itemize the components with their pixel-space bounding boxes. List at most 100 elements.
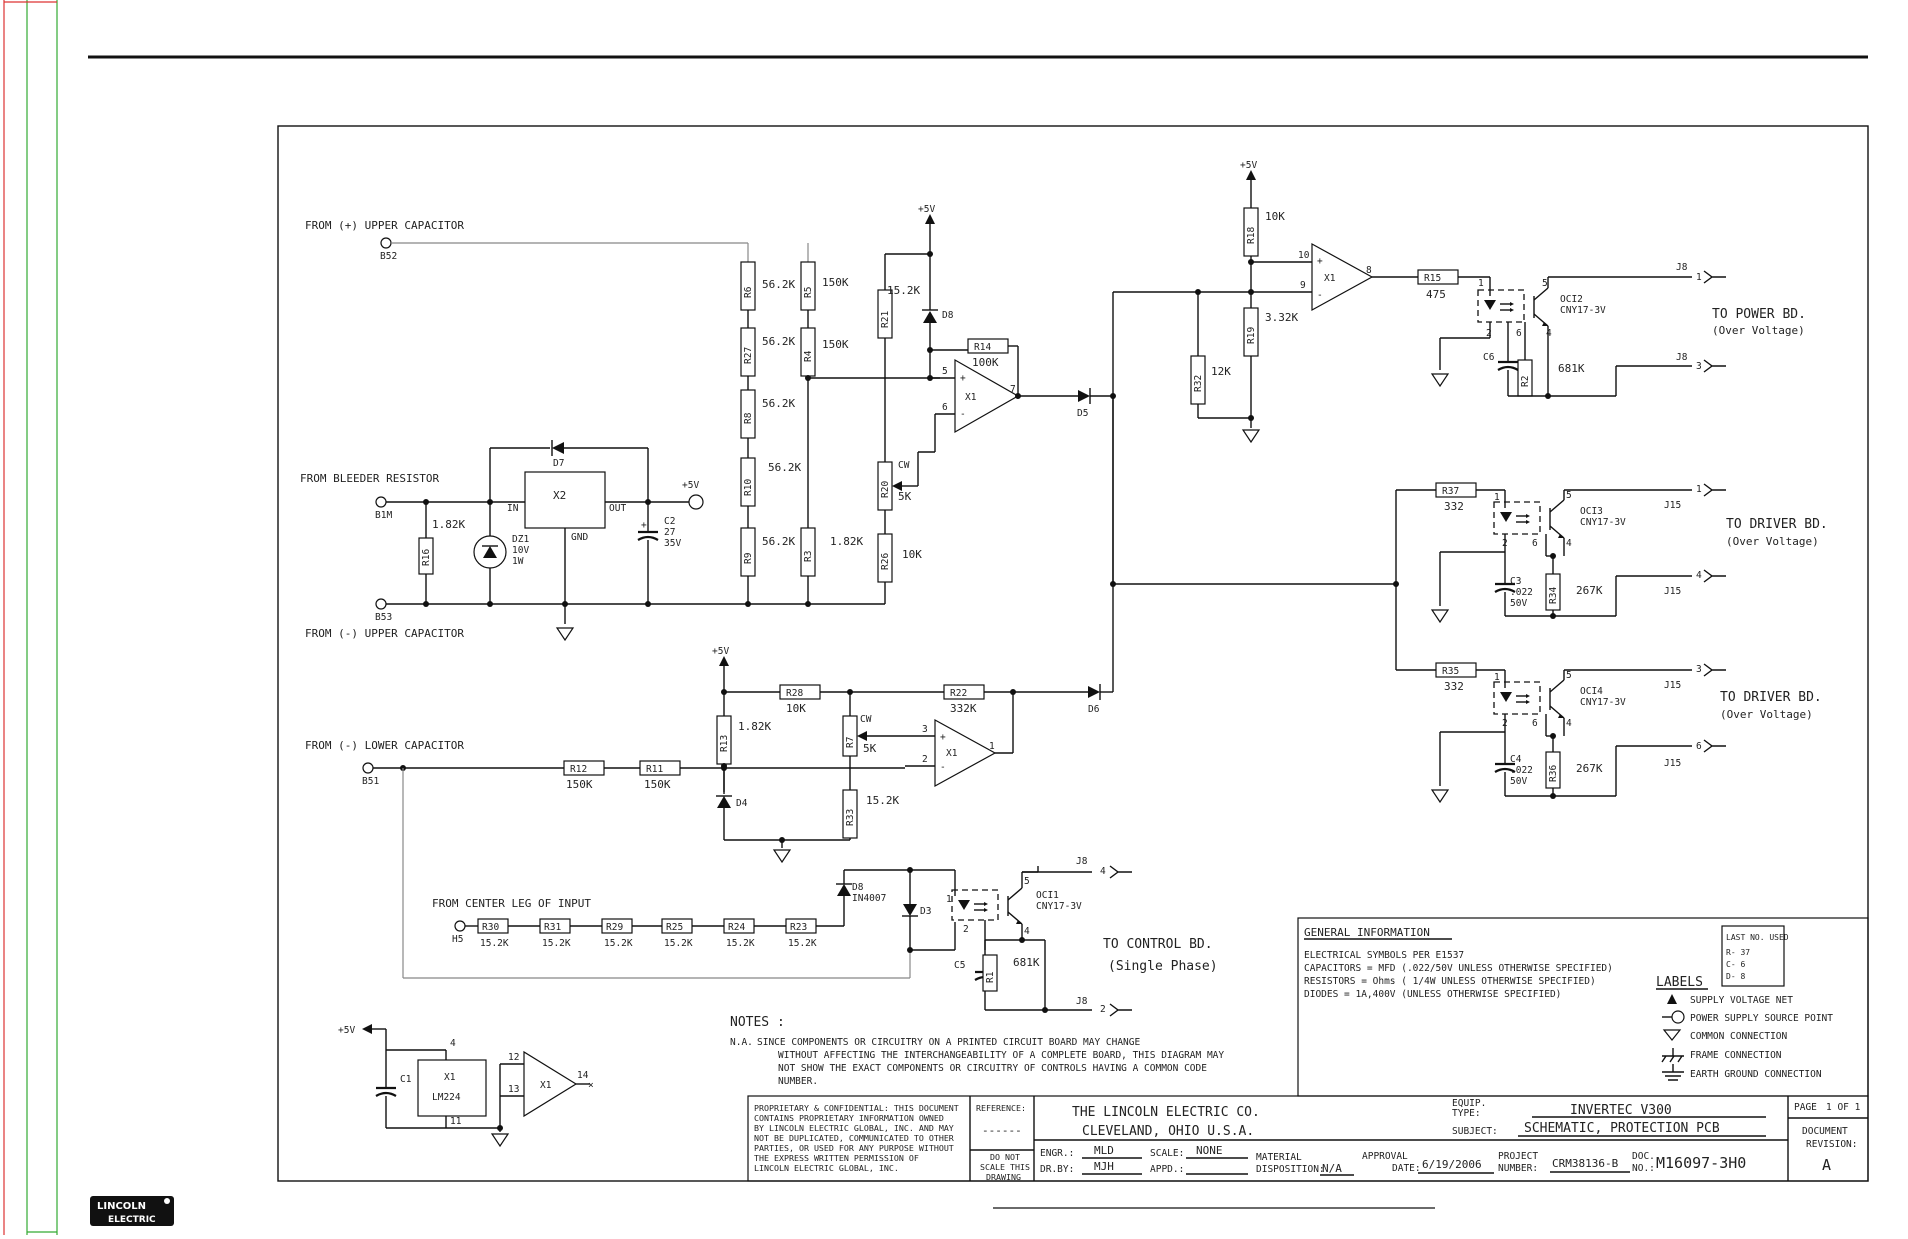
optocoupler-oci1 <box>951 889 999 921</box>
svg-text:5: 5 <box>942 366 948 377</box>
svg-text:R19: R19 <box>1246 327 1257 344</box>
svg-text:C3: C3 <box>1510 576 1521 587</box>
svg-text:C6: C6 <box>1483 352 1495 363</box>
upper-capacitor-section: FROM (+) UPPER CAPACITOR B52 R6 56.2K R2… <box>305 204 1116 607</box>
svg-text:R21: R21 <box>880 311 891 328</box>
connector-j8-3-icon[interactable] <box>1703 359 1726 373</box>
connector-j8-2-icon[interactable] <box>1109 1003 1132 1017</box>
svg-text:.022: .022 <box>1510 587 1533 598</box>
svg-text:PAGE: PAGE <box>1794 1102 1817 1113</box>
svg-text:J8: J8 <box>1676 352 1688 363</box>
connector-j15-6-icon[interactable] <box>1703 739 1726 753</box>
opamp-x1-right <box>1311 242 1374 312</box>
svg-text:2: 2 <box>922 754 928 765</box>
svg-text:D8: D8 <box>852 882 864 893</box>
svg-text:RESISTORS = Ohms ( 1/4W UNLESS: RESISTORS = Ohms ( 1/4W UNLESS OTHERWISE… <box>1304 976 1596 987</box>
from-bleeder-label: FROM BLEEDER RESISTOR <box>300 472 439 485</box>
title-block-frame <box>747 1095 1869 1182</box>
svg-text:7: 7 <box>1010 384 1016 395</box>
svg-text:REFERENCE:: REFERENCE: <box>976 1103 1026 1113</box>
svg-text:DIODES = 1A,400V (UNLESS OTHER: DIODES = 1A,400V (UNLESS OTHERWISE SPECI… <box>1304 989 1561 1000</box>
svg-text:NONE: NONE <box>1196 1144 1223 1157</box>
svg-text:LM224: LM224 <box>432 1092 461 1103</box>
common-ground-icon <box>1241 429 1261 444</box>
svg-text:X2: X2 <box>553 489 566 502</box>
optocoupler-oci4 <box>1493 681 1541 715</box>
opamp-x1-top <box>954 358 1020 434</box>
lower-capacitor-section: +5V R28 10K R22 332K D6 R13 1.82K R7 CW … <box>305 396 1114 864</box>
pin-b52 <box>380 237 392 249</box>
svg-text:15.2K: 15.2K <box>887 284 920 297</box>
svg-text:X1: X1 <box>1324 273 1336 284</box>
svg-text:CW: CW <box>860 714 872 725</box>
common-connection-icon <box>1662 1029 1682 1041</box>
svg-text:CNY17-3V: CNY17-3V <box>1036 901 1082 912</box>
svg-text:CNY17-3V: CNY17-3V <box>1580 517 1626 528</box>
svg-text:1: 1 <box>1696 484 1702 495</box>
svg-text:12K: 12K <box>1211 365 1231 378</box>
svg-text:PROJECT: PROJECT <box>1498 1151 1538 1162</box>
svg-text:1.82K: 1.82K <box>830 535 863 548</box>
svg-text:APPROVAL: APPROVAL <box>1362 1151 1408 1162</box>
connector-j15-3-icon[interactable] <box>1703 663 1726 677</box>
svg-text:LINCOLN ELECTRIC GLOBAL, INC.: LINCOLN ELECTRIC GLOBAL, INC. <box>754 1163 899 1173</box>
resistor-r6 <box>740 261 756 311</box>
zener-icon <box>483 546 497 558</box>
svg-text:150K: 150K <box>566 778 593 791</box>
connector-j15-1-icon[interactable] <box>1703 483 1726 497</box>
svg-text:ENGR.:: ENGR.: <box>1040 1148 1074 1159</box>
svg-text:4: 4 <box>1100 866 1106 877</box>
svg-text:R27: R27 <box>743 347 754 364</box>
connector-j8-4-icon[interactable] <box>1109 865 1132 879</box>
common-ground-icon <box>1430 609 1450 624</box>
common-ground-icon <box>772 849 792 864</box>
svg-text:56.2K: 56.2K <box>762 278 795 291</box>
svg-text:C5: C5 <box>954 960 965 971</box>
from-upper-plus-label: FROM (+) UPPER CAPACITOR <box>305 219 464 232</box>
svg-text:×: × <box>588 1080 594 1091</box>
connector-j15-4-icon[interactable] <box>1703 569 1726 583</box>
svg-text:6: 6 <box>1532 538 1538 549</box>
supply-arrow-icon <box>925 214 935 224</box>
svg-text:X1: X1 <box>965 392 977 403</box>
svg-text:CRM38136-B: CRM38136-B <box>1552 1157 1619 1170</box>
svg-text:+: + <box>940 732 946 743</box>
svg-text:12: 12 <box>508 1052 519 1063</box>
svg-text:R3: R3 <box>803 551 814 562</box>
svg-text:R6: R6 <box>743 286 754 298</box>
svg-text:C2: C2 <box>664 516 675 527</box>
svg-text:EQUIP.: EQUIP. <box>1452 1098 1486 1109</box>
svg-text:56.2K: 56.2K <box>762 535 795 548</box>
svg-text:R34: R34 <box>1548 587 1559 604</box>
svg-text:1: 1 <box>946 894 952 905</box>
svg-text:------: ------ <box>982 1124 1022 1137</box>
power-bd-section: +5V R18 10K 10 R19 3.32K R32 12K 9 + - X… <box>1110 160 1806 587</box>
svg-text:D5: D5 <box>1077 408 1088 419</box>
svg-text:R32: R32 <box>1193 375 1204 392</box>
svg-text:B51: B51 <box>362 776 379 787</box>
svg-text:332: 332 <box>1444 500 1464 513</box>
led-icon <box>1500 692 1512 702</box>
svg-text:J8: J8 <box>1076 996 1088 1007</box>
potentiometer-r7 <box>842 715 858 757</box>
svg-text:+: + <box>1317 256 1323 267</box>
svg-text:1.82K: 1.82K <box>738 720 771 733</box>
svg-text:2: 2 <box>1100 1004 1106 1015</box>
document-number: M16097-3H0 <box>1656 1154 1746 1172</box>
svg-text:X1: X1 <box>540 1080 552 1091</box>
svg-text:ELECTRICAL SYMBOLS PER E1537: ELECTRICAL SYMBOLS PER E1537 <box>1304 950 1464 961</box>
from-lower-minus-label: FROM (-) LOWER CAPACITOR <box>305 739 464 752</box>
svg-text:EARTH GROUND CONNECTION: EARTH GROUND CONNECTION <box>1690 1069 1822 1080</box>
svg-text:.022: .022 <box>1510 765 1533 776</box>
svg-text:+5V: +5V <box>1240 160 1257 171</box>
svg-text:CAPACITORS = MFD (.022/50V UNL: CAPACITORS = MFD (.022/50V UNLESS OTHERW… <box>1304 963 1613 974</box>
common-ground-icon <box>555 627 575 642</box>
svg-text:CW: CW <box>898 460 910 471</box>
svg-text:150K: 150K <box>822 338 849 351</box>
svg-text:1W: 1W <box>512 556 524 567</box>
connector-j8-1-icon[interactable] <box>1703 270 1726 284</box>
svg-text:OCI3: OCI3 <box>1580 506 1603 517</box>
svg-text:R26: R26 <box>880 553 891 570</box>
svg-text:5: 5 <box>1542 278 1548 289</box>
